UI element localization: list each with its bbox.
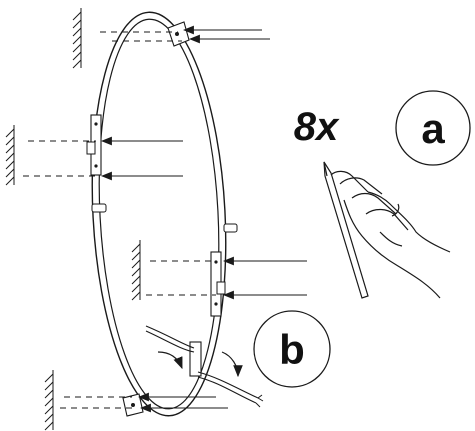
hand-holding-pencil-icon [323, 161, 451, 299]
bottom-guide-lines [60, 392, 228, 413]
left-pin [91, 203, 107, 213]
wall-middle-right-icon [131, 240, 141, 301]
right-pin [223, 223, 238, 233]
step-a-label: a [421, 105, 445, 152]
right-guide-lines [146, 256, 307, 300]
wall-top-icon [72, 8, 82, 69]
oval-frame [91, 11, 227, 417]
step-b-label: b [279, 326, 305, 373]
step-a-callout: a [395, 90, 471, 166]
left-guide-lines [23, 136, 183, 181]
cable-icon [145, 325, 264, 408]
step-b-callout: b [253, 310, 331, 388]
cable-clip [189, 341, 202, 377]
left-clip [86, 114, 102, 176]
quantity-label: 8x [294, 105, 340, 149]
right-clip [210, 251, 226, 317]
wall-middle-left-icon [5, 125, 15, 186]
top-guide-lines [100, 25, 270, 44]
wall-bottom-icon [44, 370, 54, 431]
